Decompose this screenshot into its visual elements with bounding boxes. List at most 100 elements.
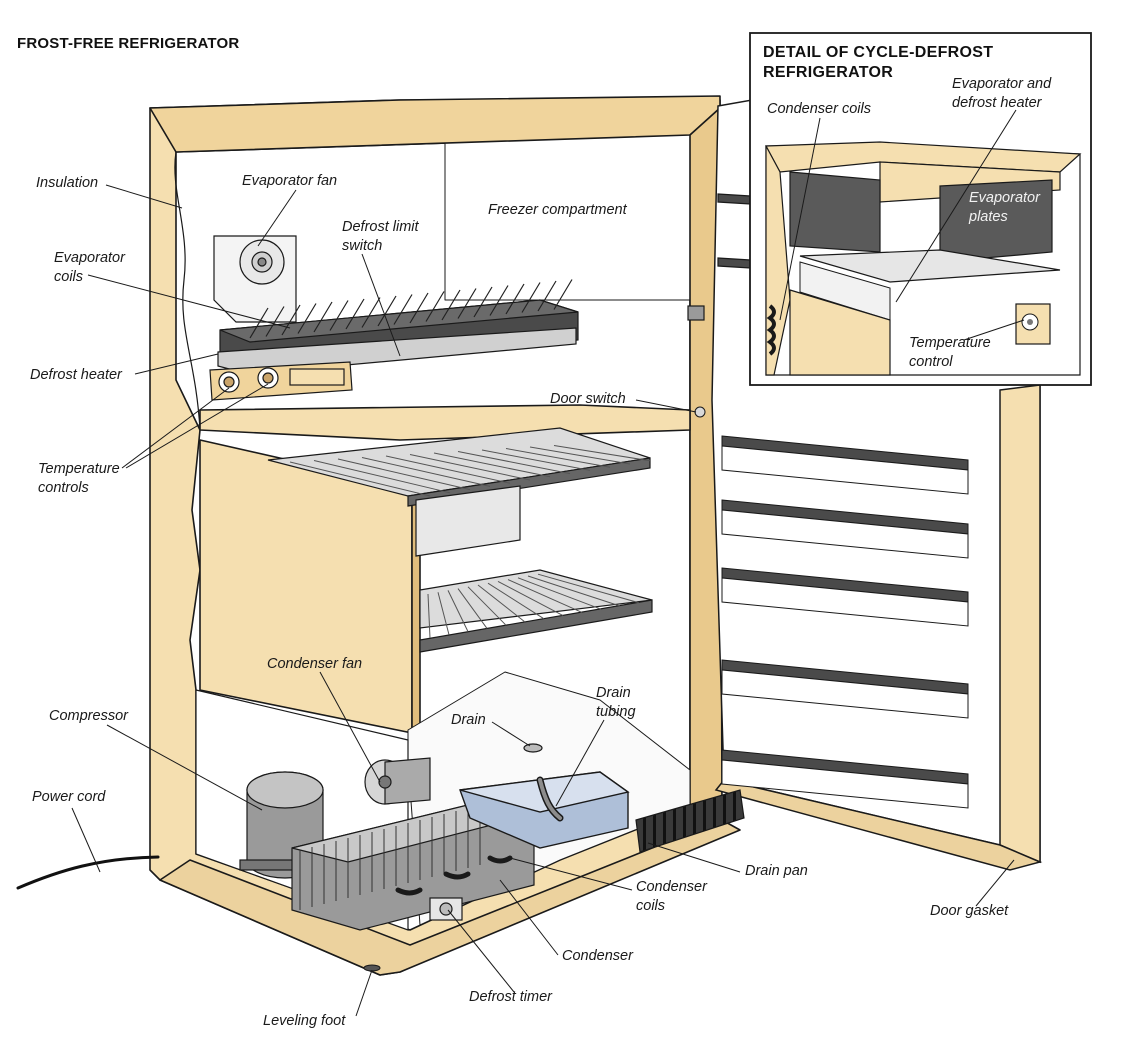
label-condenser-coils-line-1: Condenser — [636, 879, 707, 895]
label-defrost-limit-switch-line-1: Defrost limit — [342, 219, 419, 235]
shelf-wire — [409, 454, 531, 481]
inset-label-evaporator-defrost-heater: Evaporator and defrost heater — [952, 75, 1051, 113]
inset-title: DETAIL OF CYCLE-DEFROST REFRIGERATOR — [763, 43, 1083, 83]
evaporator-fin — [393, 294, 413, 325]
shelf-wire — [385, 455, 511, 484]
inset-detail-box — [749, 32, 1092, 386]
label-evaporator-coils: Evaporator coils — [54, 249, 125, 287]
label-condenser-coils-line-2: coils — [636, 898, 666, 914]
shelf-wire — [477, 584, 526, 623]
evaporator-fin — [361, 297, 381, 328]
inset-title-line-2: REFRIGERATOR — [763, 64, 894, 81]
shelf-wires — [289, 445, 651, 639]
shelf-wire — [427, 593, 431, 639]
shelf-wire — [289, 461, 431, 497]
label-temperature-controls-line-1: Temperature — [38, 461, 120, 477]
label-condenser: Condenser — [562, 948, 633, 964]
label-door-gasket: Door gasket — [930, 903, 1009, 919]
evaporator-fin — [313, 301, 333, 333]
diagram-title: FROST-FREE REFRIGERATOR — [17, 35, 240, 52]
shelf-wire — [481, 449, 591, 471]
shelf-wire — [313, 460, 451, 494]
temperature-control-panel — [209, 361, 353, 401]
defrost-timer — [429, 897, 463, 921]
inset-label-evaporator-plates-line-2: plates — [969, 209, 1008, 225]
label-evaporator-coils-line-1: Evaporator — [54, 250, 125, 266]
door-bin-front — [721, 445, 969, 495]
label-evaporator-coils-line-2: coils — [54, 269, 84, 285]
evaporator-fin — [377, 295, 397, 327]
shelf-wire — [457, 588, 488, 629]
evaporator-fin — [553, 279, 573, 310]
label-drain-tubing-line-1: Drain — [596, 685, 631, 701]
evaporator-fin — [505, 283, 525, 315]
label-temperature-controls: Temperature controls — [38, 460, 120, 498]
inset-label-temperature-control-line-2: control — [909, 354, 953, 370]
inset-label-evaporator-plates-line-1: Evaporator — [969, 190, 1040, 206]
shelf-wire — [527, 575, 621, 607]
shelf-wire — [517, 577, 602, 610]
label-condenser-fan: Condenser fan — [267, 656, 363, 672]
drain — [523, 743, 543, 753]
evaporator-fin — [409, 292, 429, 324]
label-drain-tubing-line-2: tubing — [596, 704, 636, 720]
label-defrost-heater: Defrost heater — [30, 367, 122, 383]
power-cord — [16, 855, 160, 890]
shelf-wire — [337, 458, 471, 491]
door-bin-front — [721, 577, 969, 627]
label-power-cord: Power cord — [32, 789, 106, 805]
evaporator-fin — [281, 304, 301, 336]
evaporator-fin — [441, 289, 461, 321]
shelf-wire — [487, 582, 545, 620]
door-bins — [721, 435, 969, 809]
label-door-switch: Door switch — [550, 391, 626, 407]
label-drain: Drain — [451, 712, 486, 728]
shelf-wire — [537, 573, 640, 604]
door-bin-front — [721, 509, 969, 559]
inset-label-temperature-control-line-1: Temperature — [909, 335, 991, 351]
evaporator-fin — [521, 282, 541, 313]
door-bin-front — [721, 669, 969, 719]
door-switch — [694, 406, 706, 418]
label-evaporator-fan: Evaporator fan — [242, 173, 338, 189]
label-defrost-limit-switch: Defrost limit switch — [342, 218, 419, 256]
shelf-wire — [529, 446, 631, 465]
label-freezer-compartment: Freezer compartment — [488, 202, 627, 218]
inset-title-line-1: DETAIL OF CYCLE-DEFROST — [763, 44, 994, 61]
evaporator-fin — [537, 280, 557, 312]
evaporator-fins — [249, 279, 573, 339]
shelf-wire — [447, 590, 469, 632]
label-leveling-foot: Leveling foot — [263, 1013, 346, 1029]
evaporator-fin — [345, 298, 365, 330]
label-insulation: Insulation — [36, 175, 99, 191]
evaporator-fan — [213, 235, 297, 323]
drain-tubing-inner — [538, 778, 562, 820]
inset-label-evaporator-defrost-heater-line-1: Evaporator and — [952, 76, 1052, 92]
label-drain-tubing: Drain tubing — [596, 684, 636, 722]
leader-lines — [71, 109, 1025, 1017]
evaporator-fin — [425, 291, 445, 322]
inset-label-evaporator-defrost-heater-line-2: defrost heater — [952, 95, 1042, 111]
label-defrost-timer: Defrost timer — [469, 989, 552, 1005]
evaporator-fin — [473, 286, 493, 318]
shelf-wire — [457, 451, 571, 475]
shelf-wire — [433, 452, 551, 478]
condenser-fins — [299, 805, 481, 910]
shelf-wire — [467, 586, 507, 626]
label-defrost-limit-switch-line-2: switch — [342, 238, 383, 254]
label-drain-pan: Drain pan — [745, 863, 808, 879]
evaporator-fin — [249, 307, 269, 339]
shelf-wire — [507, 579, 583, 613]
evaporator-fin — [457, 288, 477, 319]
shelf-wire — [505, 448, 611, 468]
shelf-wire — [553, 445, 651, 462]
label-condenser-coils: Condenser coils — [636, 878, 707, 916]
shelf-wire — [361, 457, 491, 487]
front-grille — [635, 789, 745, 853]
door-bin-front — [721, 759, 969, 809]
evaporator-fin — [329, 300, 349, 331]
evaporator-fin — [297, 303, 317, 334]
label-compressor: Compressor — [49, 708, 128, 724]
